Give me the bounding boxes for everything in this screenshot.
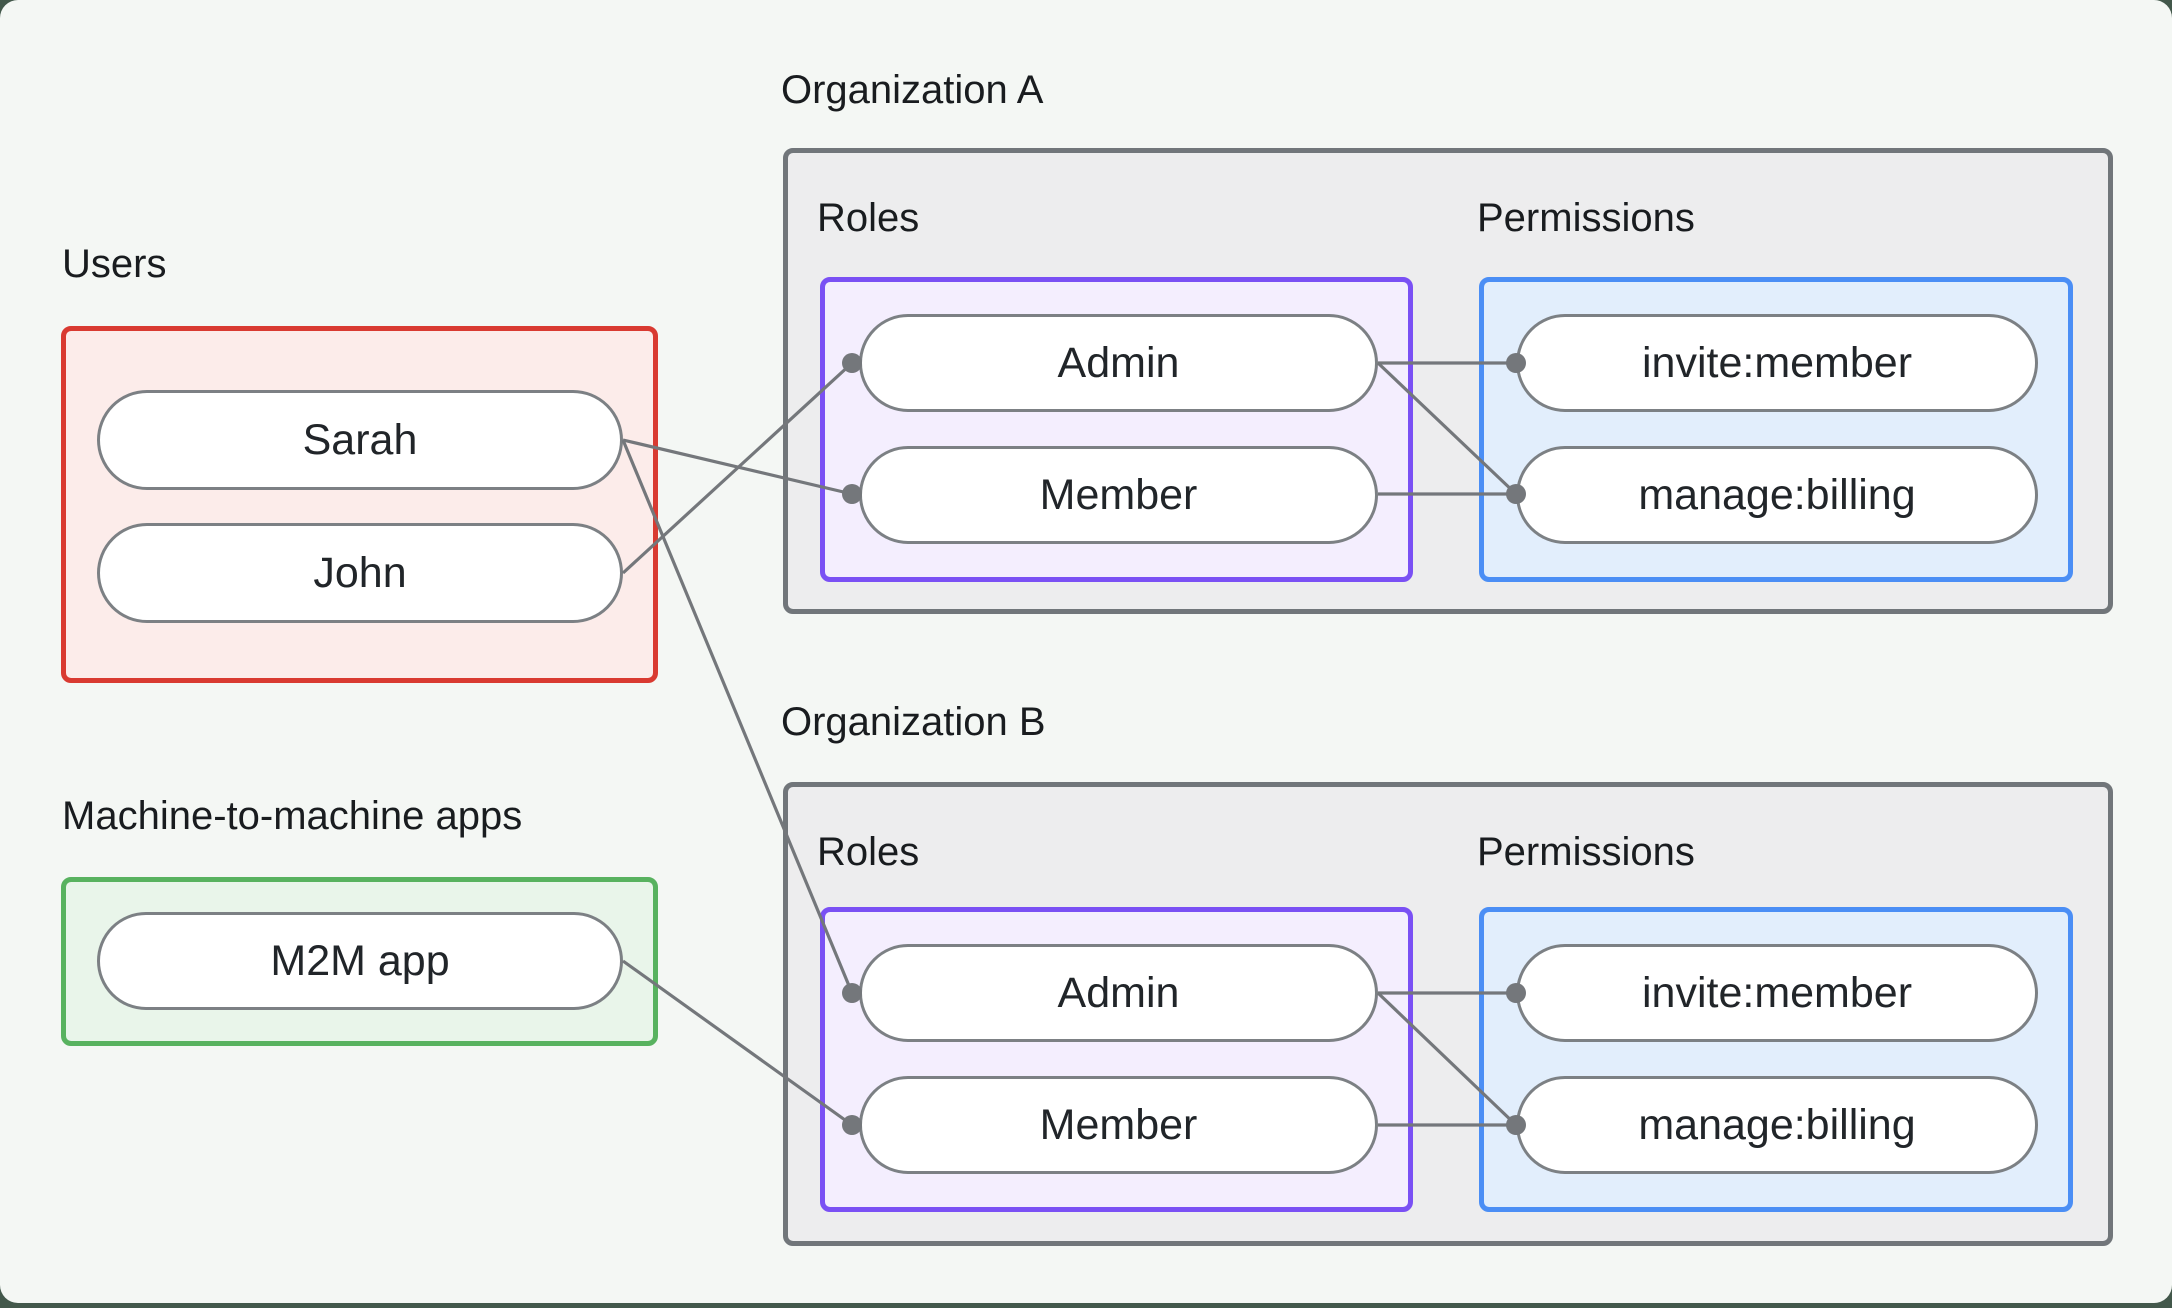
user-pill-sarah-label: Sarah bbox=[302, 415, 418, 464]
org-b-roles-title: Roles bbox=[817, 830, 920, 874]
m2m-app-pill: M2M app bbox=[97, 912, 623, 1010]
org-b-permission-invite-pill: invite:member bbox=[1516, 944, 2038, 1042]
org-a-title: Organization A bbox=[781, 68, 1044, 112]
users-group-title: Users bbox=[62, 242, 167, 286]
org-a-role-member-label: Member bbox=[1039, 470, 1198, 519]
org-b-role-member-pill: Member bbox=[859, 1076, 1378, 1174]
org-a-role-member-pill: Member bbox=[859, 446, 1378, 544]
org-b-permission-billing-pill: manage:billing bbox=[1516, 1076, 2038, 1174]
m2m-app-pill-label: M2M app bbox=[270, 936, 450, 985]
org-a-roles-title: Roles bbox=[817, 196, 920, 240]
org-b-role-admin-label: Admin bbox=[1057, 968, 1180, 1017]
m2m-group-title: Machine-to-machine apps bbox=[62, 794, 523, 838]
user-pill-john-label: John bbox=[313, 548, 407, 597]
user-pill-john: John bbox=[97, 523, 623, 623]
org-b-role-member-label: Member bbox=[1039, 1100, 1198, 1149]
org-a-permission-invite-label: invite:member bbox=[1641, 338, 1913, 387]
user-pill-sarah: Sarah bbox=[97, 390, 623, 490]
org-a-role-admin-label: Admin bbox=[1057, 338, 1180, 387]
org-a-permissions-title: Permissions bbox=[1477, 196, 1695, 240]
org-b-permission-billing-label: manage:billing bbox=[1638, 1100, 1916, 1149]
org-a-role-admin-pill: Admin bbox=[859, 314, 1378, 412]
org-b-permission-invite-label: invite:member bbox=[1641, 968, 1913, 1017]
org-a-permission-billing-pill: manage:billing bbox=[1516, 446, 2038, 544]
org-b-permissions-title: Permissions bbox=[1477, 830, 1695, 874]
org-a-permission-billing-label: manage:billing bbox=[1638, 470, 1916, 519]
org-b-role-admin-pill: Admin bbox=[859, 944, 1378, 1042]
org-a-permission-invite-pill: invite:member bbox=[1516, 314, 2038, 412]
users-group-box bbox=[61, 326, 658, 683]
org-b-title: Organization B bbox=[781, 700, 1046, 744]
